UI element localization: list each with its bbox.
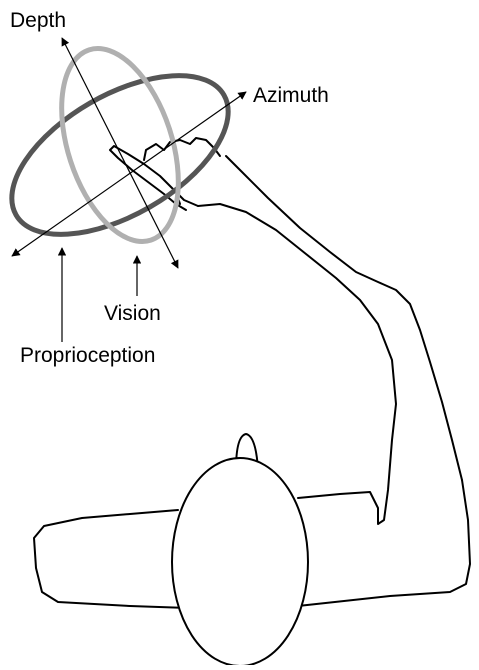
vision-label: Vision	[104, 302, 161, 325]
head	[172, 434, 308, 665]
proprioception-ellipse	[0, 43, 254, 267]
depth-label: Depth	[10, 9, 66, 32]
pointers	[62, 248, 137, 342]
right-shoulder-lower	[298, 480, 470, 606]
upper-arm-outer	[226, 156, 462, 480]
azimuth-axis	[12, 92, 246, 256]
proprioception-label: Proprioception	[20, 344, 155, 367]
azimuth-label: Azimuth	[253, 84, 329, 107]
head-ellipse	[172, 458, 308, 665]
